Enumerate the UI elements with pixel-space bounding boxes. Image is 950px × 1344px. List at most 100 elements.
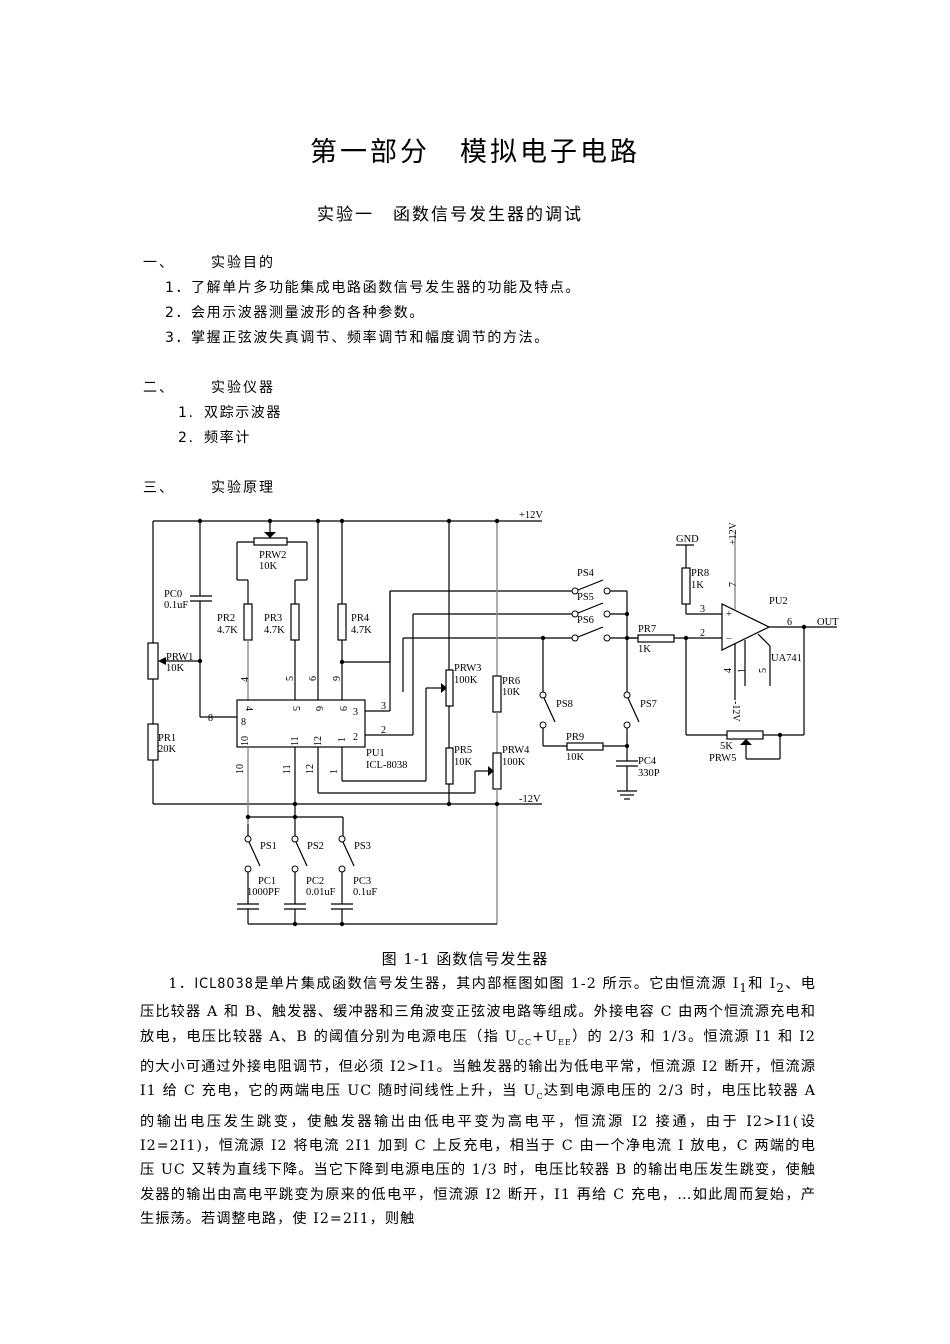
switch-ps6: PS6: [571, 615, 611, 642]
schematic-label: +12V: [728, 521, 739, 545]
label-pr7: PR7: [638, 624, 656, 635]
resistor-pr8: [681, 567, 691, 605]
schematic-label: 20K: [158, 744, 177, 755]
switch-ps4: PS4: [571, 568, 611, 595]
schematic-label: 330P: [638, 768, 660, 779]
junction-dot: [291, 865, 299, 873]
schematic-label: 11: [290, 736, 301, 746]
schematic-label: 5: [285, 676, 296, 681]
junction-dot: [197, 658, 203, 664]
schematic-label: 9: [332, 676, 343, 681]
wire: [740, 739, 752, 745]
label-pr6: PR6: [502, 676, 520, 687]
schematic-label: PS6: [577, 615, 594, 626]
junction-dot: [244, 835, 252, 843]
schematic-label: 0.1uF: [353, 887, 377, 898]
ic-pu1: [236, 699, 366, 748]
junction-dot: [624, 611, 630, 617]
switch-ps2: PS2: [291, 824, 324, 873]
schematic-label: PS8: [556, 699, 573, 710]
junction-dot: [494, 801, 500, 807]
schematic-label: ICL-8038: [366, 760, 407, 771]
wire: [543, 697, 556, 723]
text-run: 、电压比较器 A 和 B、触发器、缓冲器和三角波变正弦波电路等组成。外接电容 C…: [140, 976, 816, 1045]
schematic-label: 10K: [454, 757, 473, 768]
schematic-label: 12: [313, 736, 324, 746]
label-pr8: PR8: [691, 568, 709, 579]
item-text: 了解单片多功能集成电路函数信号发生器的功能及特点。: [191, 280, 581, 296]
schematic-label: 6: [313, 706, 324, 711]
junction-dot: [623, 721, 631, 729]
schematic-label: 2: [353, 732, 358, 743]
text-run: ）的 2/3 和 1/3。恒流源 I1 和 I2 的大小可通过外接电阻调节，但必…: [140, 1028, 817, 1100]
label-pr3: PR3: [264, 613, 282, 624]
schematic-label: PS2: [307, 841, 324, 852]
junction-dot: [446, 801, 452, 807]
wire: [264, 532, 276, 538]
schematic-label: 9: [337, 706, 348, 711]
schematic-label: 0.01uF: [306, 887, 336, 898]
schematic-label: 5: [758, 668, 769, 673]
wire: [488, 766, 494, 776]
section-title: 实验原理: [211, 480, 275, 496]
resistor-pr9: [566, 742, 604, 751]
schematic-label: 7: [728, 582, 739, 587]
potentiometer-prw3: [445, 669, 454, 707]
junction-dot: [292, 801, 298, 807]
wire: [441, 683, 447, 693]
potentiometer-prw4: [492, 752, 502, 790]
capacitor-pc1: PC1 1000PF: [237, 872, 280, 924]
schematic-label: 3: [353, 707, 358, 718]
schematic-label: PS1: [260, 841, 277, 852]
junction-dot: [603, 587, 611, 595]
schematic-label: 10K: [166, 663, 185, 674]
schematic-label: 4.7K: [351, 625, 372, 636]
subscript: 1: [739, 980, 748, 995]
schematic-label: 10: [240, 736, 251, 746]
resistor-pr3: [290, 603, 300, 641]
ground-icon: [617, 790, 637, 800]
switch-ps5: PS5: [571, 592, 611, 618]
capacitor-pc4: PC4 330P: [616, 756, 660, 791]
section-number: 三、: [143, 480, 175, 496]
opamp-pu2: [721, 603, 771, 651]
item-text: 频率计: [204, 430, 251, 446]
wire: [295, 841, 308, 867]
label-ua741: UA741: [771, 653, 802, 664]
section-title: 实验目的: [211, 255, 275, 271]
section-number: 二、: [143, 380, 175, 396]
label-pr4: PR4: [351, 613, 370, 624]
resistor-pr1: [147, 723, 159, 761]
junction-dot: [603, 634, 611, 642]
schematic-label: 3: [381, 701, 386, 712]
junction-dot: [338, 865, 346, 873]
section-heading-instruments: 二、 实验仪器: [143, 377, 275, 397]
circuit-schematic: +12V -12V PRW1 10K PR1 20K PC0 0.1uF 8 P…: [147, 510, 839, 927]
section-number: 一、: [143, 255, 175, 271]
list-item: 1．了解单片多功能集成电路函数信号发生器的功能及特点。: [165, 277, 581, 297]
junction-dot: [571, 610, 579, 618]
figure-caption: 图 1-1 函数信号发生器: [381, 950, 549, 968]
label-prw5-value: 5K: [720, 741, 733, 752]
schematic-label: 10: [235, 764, 246, 774]
list-item: 2．会用示波器测量波形的各种参数。: [165, 302, 425, 322]
potentiometer-prw2: [253, 537, 288, 546]
junction-dot: [539, 691, 547, 699]
label-prw1: PRW1: [166, 652, 193, 663]
item-text: 双踪示波器: [204, 405, 282, 421]
schematic-label: 4.7K: [264, 625, 285, 636]
item-text: 掌握正弦波失真调节、频率调节和幅度调节的方法。: [191, 330, 550, 346]
label-prw5: PRW5: [709, 753, 736, 764]
body-paragraph: 1．ICL8038是单片集成函数信号发生器，其内部框图如图 1-2 所示。它由恒…: [140, 972, 816, 1232]
section-title: 实验仪器: [211, 380, 275, 396]
wire: [158, 657, 166, 665]
label-pr5: PR5: [454, 745, 472, 756]
schematic-label: −: [726, 634, 732, 645]
schematic-label: PS3: [354, 841, 371, 852]
subscript: 2: [776, 980, 785, 995]
chip-name: ICL8038: [194, 976, 254, 992]
schematic-label: 1: [737, 668, 748, 673]
junction-dot: [623, 691, 631, 699]
resistor-pr7: [637, 634, 675, 643]
wire: [577, 602, 604, 614]
